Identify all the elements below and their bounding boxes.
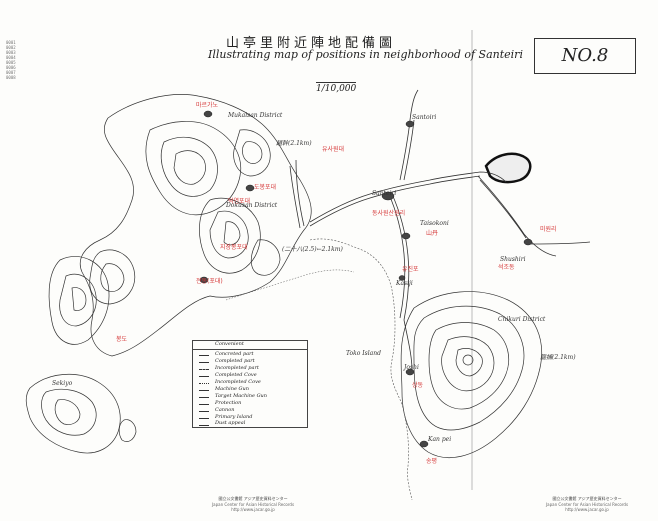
legend-row: Cannon: [215, 407, 235, 413]
red-label: 도봉포대: [254, 184, 277, 191]
corner-note: 0007: [6, 70, 16, 75]
corner-note: 0008: [6, 75, 16, 80]
place-label: Santoiri: [412, 114, 437, 121]
corner-note: 0006: [6, 65, 16, 70]
red-label: 동사원산원리: [372, 210, 406, 217]
red-label: 미원리: [540, 226, 557, 233]
red-label: 유진포: [402, 266, 419, 273]
corner-note: 0001: [6, 40, 16, 45]
southwest-island: [25, 373, 137, 454]
legend-symbol: [199, 355, 209, 356]
sheet-number: NO.8: [534, 38, 636, 74]
place-label: Joshi: [404, 364, 419, 371]
legend-symbol: [199, 411, 209, 412]
red-label: 봉도: [116, 336, 128, 343]
archive-corner-notes: 0001 0002 0003 0004 0005 0006 0007 0008: [6, 40, 18, 80]
marker-taisokoni: [401, 232, 411, 240]
red-label: 전동(포대): [196, 278, 223, 285]
coastline: [309, 238, 413, 501]
legend-row: Incompleted Cove: [215, 379, 261, 385]
marker-north: [405, 120, 415, 128]
legend-header-bar: [193, 341, 307, 350]
corner-note: 0003: [6, 50, 16, 55]
red-label: 송평: [426, 458, 438, 465]
legend-row: Protection: [215, 400, 242, 406]
archive-footer-right: 國立公文書館 アジア歴史資料センター Japan Center for Asia…: [546, 496, 628, 512]
red-label: 덕연포대: [228, 198, 251, 205]
legend-header: Convenient: [215, 341, 244, 347]
place-label: Sekiyo: [52, 380, 73, 387]
legend-symbol: [199, 369, 209, 370]
footer-line: Japan Center for Asian Historical Record…: [546, 502, 629, 507]
red-label: 山丹: [426, 230, 439, 237]
legend-symbol: [199, 425, 209, 426]
legend-row: Machine Gun: [215, 386, 249, 392]
place-label: Santeiri: [372, 190, 397, 197]
legend-symbol: [199, 404, 209, 405]
red-label: 지장봉포대: [220, 244, 248, 251]
distance-note: 龍捕(2.1km): [540, 354, 576, 361]
place-label: Kan pei: [428, 436, 452, 443]
place-label: Kasiji: [396, 280, 413, 287]
corner-note: 0004: [6, 55, 16, 60]
red-label: 유사원대: [322, 146, 345, 153]
map-title-chinese: 山亭里附近陣地配備圖: [226, 36, 397, 51]
legend-row: Concreted part: [215, 351, 254, 357]
legend-symbol: [199, 383, 209, 384]
place-label: Toko Island: [346, 350, 381, 357]
map-scale: 1/10,000: [316, 82, 357, 94]
footer-line: http://www.jacar.go.jp: [565, 507, 609, 512]
legend-symbol: [199, 418, 209, 419]
main-landmass: [79, 94, 312, 357]
footer-line: Japan Center for Asian Historical Record…: [212, 502, 295, 507]
legend-row: Completed Cove: [215, 372, 257, 378]
legend-symbol: [199, 362, 209, 363]
legend-symbol: [199, 390, 209, 391]
legend-symbol: [199, 397, 209, 398]
place-label: Dokuzan District: [226, 202, 278, 209]
legend-row: Primary Island: [215, 414, 253, 420]
marker-joshi: [405, 368, 415, 376]
red-label: 마르가노: [196, 102, 219, 109]
place-label: Shushiri: [500, 256, 526, 263]
archive-footer-left: 國立公文書館 アジア歴史資料センター Japan Center for Asia…: [212, 496, 294, 512]
footer-line: 國立公文書館 アジア歴史資料センター: [552, 496, 622, 501]
map-legend: Convenient Concreted part Completed part…: [192, 340, 308, 428]
lake: [484, 152, 532, 184]
footer-line: 國立公文書館 アジア歴史資料センター: [218, 496, 288, 501]
corner-note: 0005: [6, 60, 16, 65]
marker-santeiri: [381, 191, 395, 201]
marker-east: [523, 238, 533, 246]
corner-note: 0002: [6, 45, 16, 50]
position-markers: [199, 110, 533, 448]
place-label: Chikuri District: [498, 316, 546, 323]
place-label: Taisokoni: [420, 220, 449, 227]
marker-southwest: [398, 275, 406, 281]
marker-dokuzan: [245, 184, 255, 192]
map-title-english: Illustrating map of positions in neighbo…: [208, 48, 523, 61]
legend-symbol: [199, 376, 209, 377]
legend-row: Incompleted part: [215, 365, 259, 371]
red-label: 상동: [412, 382, 424, 389]
marker-mukaisan: [203, 110, 213, 118]
distance-note: 趙幹(2.1km): [276, 140, 312, 147]
legend-row: Completed part: [215, 358, 255, 364]
southeast-hill: [400, 291, 543, 459]
roads: [289, 89, 591, 371]
red-label: 석조동: [498, 264, 515, 271]
inner-bay: [225, 269, 355, 301]
place-label: Mukaisan District: [228, 112, 283, 119]
marker-kanpei: [419, 440, 429, 448]
footer-line: http://www.jacar.go.jp: [231, 507, 275, 512]
legend-row: Dust appeal: [215, 420, 246, 426]
western-island: [48, 256, 110, 345]
distance-note: (二十八(2.5)←2.1km): [282, 246, 343, 253]
legend-row: Target Machine Gun: [215, 393, 267, 399]
marker-west: [199, 276, 209, 284]
